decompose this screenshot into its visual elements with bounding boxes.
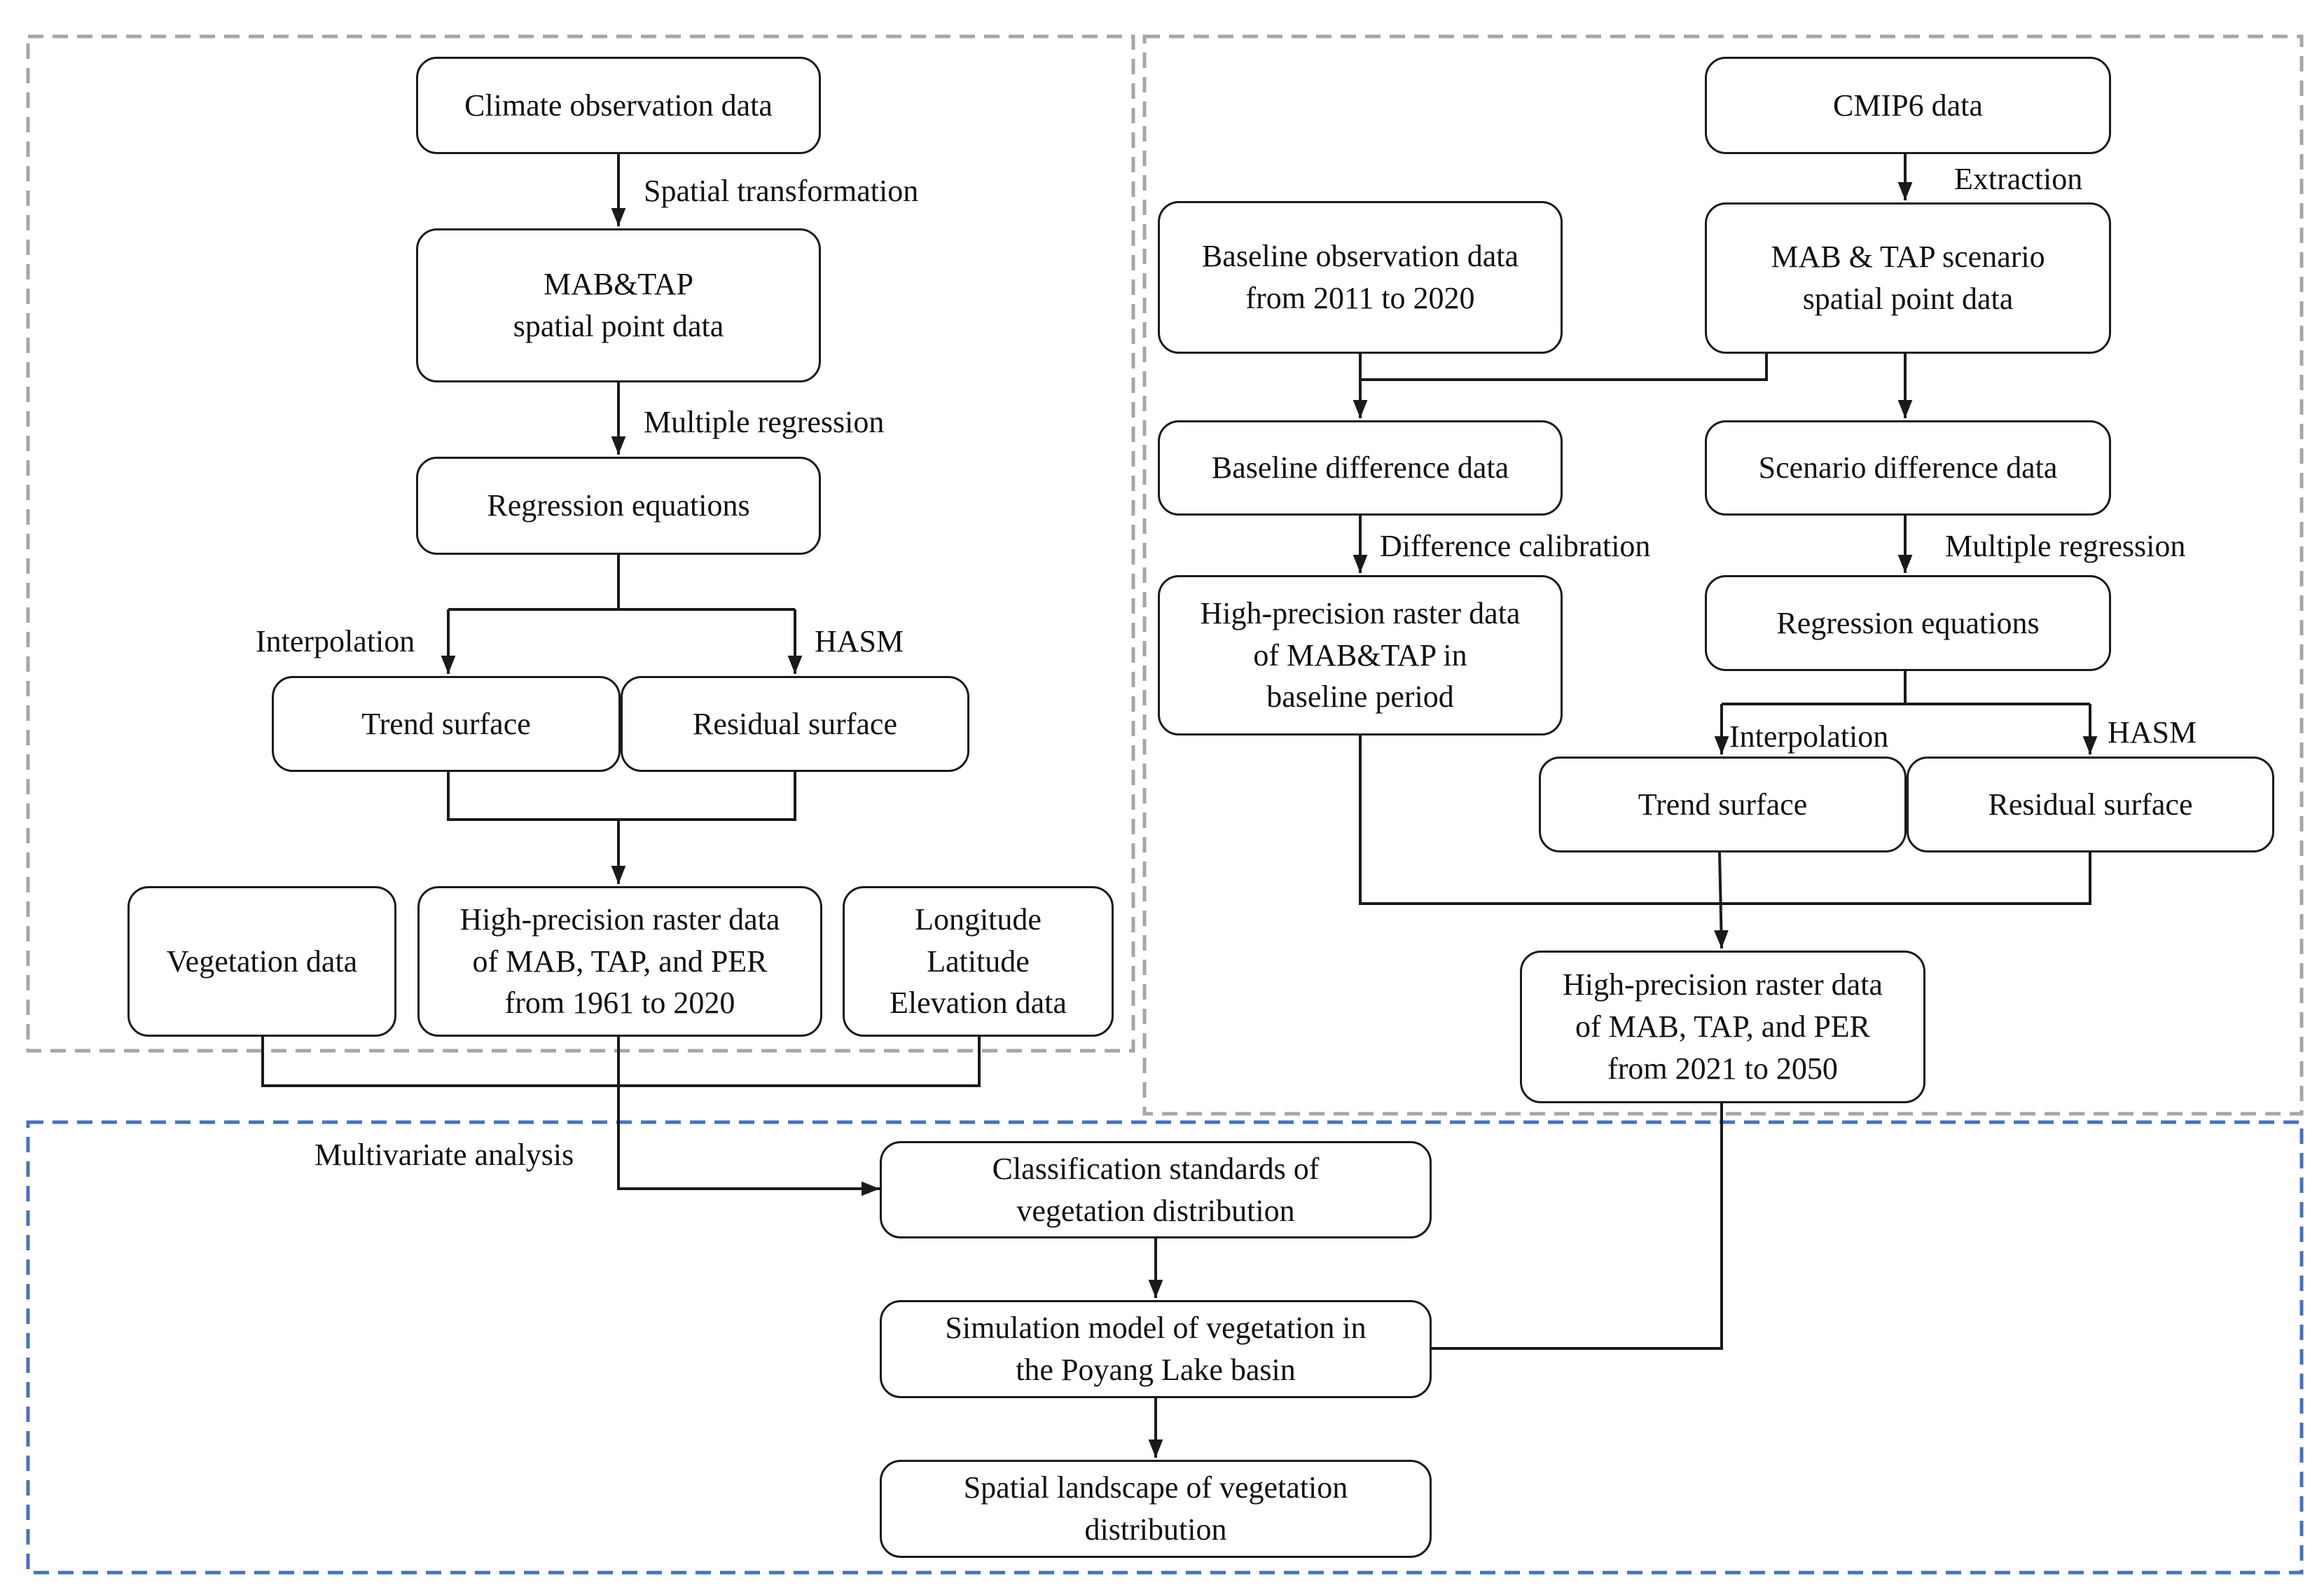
multiple-regression-label-right: Multiple regression xyxy=(1945,529,2186,563)
connector-scenario-to-baseline xyxy=(1360,354,1768,381)
spatial-landscape-node: Spatial landscape of vegetation distribu… xyxy=(880,1460,1432,1558)
multivariate-analysis-label: Multivariate analysis xyxy=(314,1138,574,1172)
scenario-difference-node: Scenario difference data xyxy=(1705,420,2111,516)
hp-raster-2021-node: High-precision raster data of MAB, TAP, … xyxy=(1520,951,1925,1103)
connector-inputs-merge xyxy=(261,1037,981,1087)
extraction-label: Extraction xyxy=(1954,162,2083,196)
vegetation-data-node: Vegetation data xyxy=(127,886,396,1037)
mabtap-point-node: MAB&TAP spatial point data xyxy=(416,228,821,382)
connector-regression-split xyxy=(448,555,620,611)
climate-observation-node: Climate observation data xyxy=(416,57,821,154)
baseline-difference-node: Baseline difference data xyxy=(1158,420,1563,516)
difference-calibration-label: Difference calibration xyxy=(1380,529,1651,563)
interpolation-label-left: Interpolation xyxy=(256,624,415,658)
connector-baseline-to-merge xyxy=(1359,736,2091,905)
regression-equations-node: Regression equations xyxy=(416,457,821,555)
classification-standards-node: Classification standards of vegetation d… xyxy=(880,1141,1432,1238)
arrow-multivariate-to-classification xyxy=(617,1086,880,1196)
scenario-point-node: MAB & TAP scenario spatial point data xyxy=(1705,202,2111,354)
trend-surface-right-node: Trend surface xyxy=(1539,757,1907,852)
baseline-observation-node: Baseline observation data from 2011 to 2… xyxy=(1158,201,1563,354)
connector-surfaces-merge xyxy=(447,772,796,821)
historical-group-frame xyxy=(26,34,1135,1053)
vegetation-group-frame xyxy=(26,1120,2304,1575)
multiple-regression-label-left: Multiple regression xyxy=(644,405,885,439)
residual-surface-right-node: Residual surface xyxy=(1907,757,2274,852)
lon-lat-elev-node: Longitude Latitude Elevation data xyxy=(843,886,1114,1037)
simulation-model-node: Simulation model of vegetation in the Po… xyxy=(880,1300,1432,1398)
connector-regression-split-right xyxy=(1722,671,1907,705)
interpolation-label-right: Interpolation xyxy=(1729,719,1889,754)
hp-raster-1961-node: High-precision raster data of MAB, TAP, … xyxy=(417,886,822,1037)
regression-equations-right-node: Regression equations xyxy=(1705,575,2111,671)
hasm-label-right: HASM xyxy=(2108,715,2197,750)
residual-surface-node: Residual surface xyxy=(621,676,969,772)
hasm-label-left: HASM xyxy=(815,624,904,658)
future-group-frame xyxy=(1142,34,2304,1116)
cmip6-data-node: CMIP6 data xyxy=(1705,57,2111,154)
arrow-to-hp-raster-2021 xyxy=(1714,852,1729,949)
trend-surface-node: Trend surface xyxy=(272,676,621,772)
hp-baseline-node: High-precision raster data of MAB&TAP in… xyxy=(1158,575,1563,736)
spatial-transformation-label: Spatial transformation xyxy=(644,174,919,208)
connector-hp-2021-to-simulation xyxy=(1432,1103,1723,1350)
